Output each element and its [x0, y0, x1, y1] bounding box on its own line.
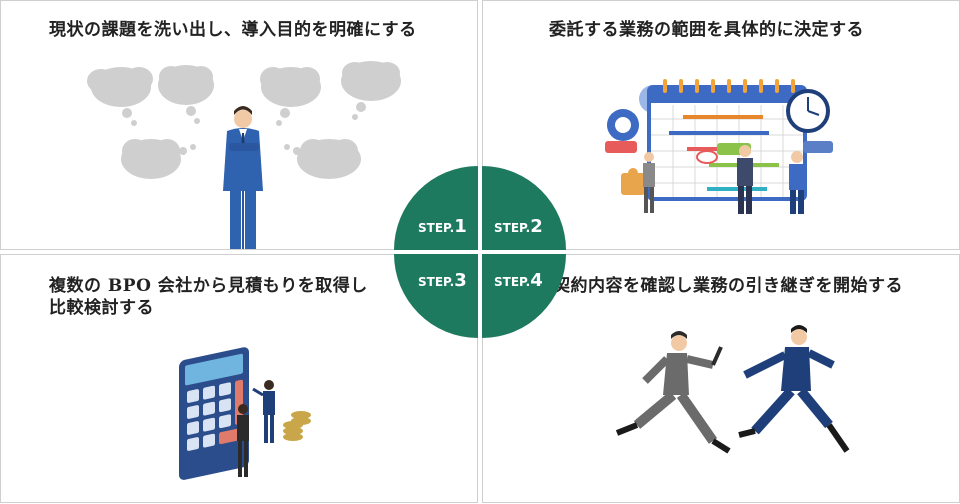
cloud-5: [121, 139, 196, 179]
calculator-estimate-illustration: [179, 347, 311, 480]
coin-stack-icon: [283, 411, 311, 441]
step4-title: 契約内容を確認し業務の引き継ぎを開始する: [553, 276, 903, 296]
step1-panel: 現状の課題を洗い出し、導入目的を明確にする: [0, 0, 478, 250]
puzzle-piece-icon: [621, 168, 645, 195]
cloud-3: [260, 67, 321, 126]
step3-panel: 複数の BPO 会社から見積もりを取得し 比較検討する: [0, 254, 478, 503]
runner-navy: [738, 325, 850, 453]
thinking-businessman-illustration: [87, 61, 401, 249]
calendar-icon: [647, 79, 807, 201]
person-pointing: [252, 380, 275, 443]
step4-panel: 契約内容を確認し業務の引き継ぎを開始する: [482, 254, 960, 503]
cloud-2: [158, 65, 214, 124]
runner-gray: [615, 331, 731, 454]
step3-title: 複数の BPO 会社から見積もりを取得し: [49, 276, 368, 296]
step2-title: 委託する業務の範囲を具体的に決定する: [549, 20, 864, 40]
person-left: [643, 152, 655, 213]
calendar-planning-illustration: [605, 79, 833, 214]
step1-title: 現状の課題を洗い出し、導入目的を明確にする: [49, 20, 417, 40]
person-standing: [237, 404, 249, 477]
thought-clouds: [87, 61, 401, 179]
cloud-1: [87, 67, 153, 126]
cloud-4: [341, 61, 401, 120]
step2-panel: 委託する業務の範囲を具体的に決定する: [482, 0, 960, 250]
clock-icon: [786, 89, 830, 133]
person-center: [737, 145, 753, 214]
businessman-figure: [223, 106, 263, 249]
person-right: [789, 151, 805, 214]
step3-title-line2: 比較検討する: [49, 298, 154, 318]
cloud-6: [284, 139, 361, 179]
relay-handover-illustration: [615, 325, 850, 454]
